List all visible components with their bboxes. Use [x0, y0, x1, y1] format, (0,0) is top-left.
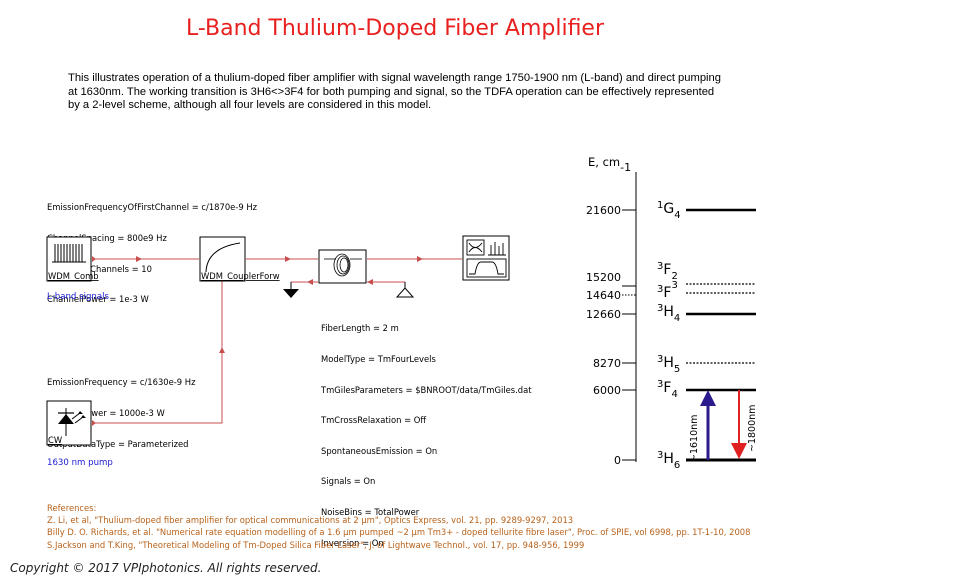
signal-transition-arrow [731, 390, 747, 459]
tick-label: 8270 [593, 357, 621, 370]
references-heading: References: [47, 503, 97, 513]
cw-output-port [92, 420, 96, 426]
cw-label: CW [48, 435, 62, 445]
param-line: Signals = On [321, 476, 376, 487]
energy-level-diagram: E, cm-1 21600 15200 14640 12660 8270 600… [586, 155, 758, 471]
axis-ticks [622, 209, 636, 461]
param-line: TmGilesParameters = $BNROOT/data/TmGiles… [321, 384, 532, 395]
term-3H5: 3H5 [657, 354, 680, 375]
coupler-curve-icon [205, 242, 241, 273]
tick-label: 21600 [586, 204, 621, 217]
signal-wavelength-label: ~1800nm [747, 405, 758, 452]
ground-icon [283, 289, 299, 298]
fiber-parameters: FiberLength = 2 m ModelType = TmFourLeve… [321, 303, 532, 558]
param-line: EmissionFrequencyOfFirstChannel = c/1870… [47, 202, 258, 213]
term-3F3: 3F3 [657, 280, 678, 301]
param-line: NoiseBins = TotalPower [321, 507, 420, 518]
reference-item: S.Jackson and T.King, "Theoretical Model… [47, 539, 585, 550]
arrowheads [136, 256, 423, 353]
term-3H6: 3H6 [657, 450, 680, 471]
term-1G4: 1G4 [657, 200, 681, 221]
wdm-comb-block[interactable]: WDM_Comb [46, 236, 99, 282]
pump-caption: 1630 nm pump [47, 458, 113, 468]
comb-icon [52, 244, 86, 263]
fiber-amplifier-block[interactable] [318, 249, 367, 284]
term-3F2: 3F2 [657, 261, 678, 282]
energy-axis-label: E, cm-1 [588, 155, 631, 174]
tick-label: 6000 [593, 384, 621, 397]
references: References: Z. Li, et al, "Thulium-doped… [47, 502, 750, 551]
copyright: Copyright © 2017 VPIphotonics. All right… [10, 561, 322, 575]
term-3H4: 3H4 [657, 303, 680, 324]
description: This illustrates operation of a thulium-… [68, 72, 721, 112]
param-line: SpontaneousEmission = On [321, 445, 438, 456]
pump-transition-arrow [700, 390, 716, 460]
param-line: FiberLength = 2 m [321, 323, 399, 334]
param-line: Inversion = On [321, 537, 384, 548]
connections [92, 258, 462, 424]
null-source-icon [395, 287, 415, 298]
page-title: L-Band Thulium-Doped Fiber Amplifier [185, 16, 605, 41]
term-3F4: 3F4 [657, 379, 678, 400]
param-line: ModelType = TmFourLevels [321, 354, 436, 365]
link-cw-coupler [92, 281, 223, 424]
laser-diode-icon [58, 408, 86, 436]
signal-analyzer-block[interactable] [462, 235, 510, 281]
analyzer-icon [466, 239, 507, 278]
param-line: EmissionFrequency = c/1630e-9 Hz [47, 377, 196, 388]
level-lines [686, 208, 756, 462]
fiber-coil-icon [324, 253, 362, 277]
wdm-coupler-block[interactable]: WDM_CouplerForw [199, 236, 280, 282]
signals-caption: L-band signals [47, 292, 109, 302]
comb-output-port [92, 256, 96, 262]
fiber-backward-input [367, 279, 415, 298]
fiber-backward-port [283, 279, 318, 298]
param-line: ChannelPower = 1e-3 W [47, 294, 149, 305]
reference-item: Billy D. O. Richards, et al. "Numerical … [47, 527, 751, 538]
pump-wavelength-label: ~1610nm [689, 415, 700, 462]
wdm-comb-label: WDM_Comb [48, 271, 99, 281]
reference-item: Z. Li, et al, "Thulium-doped fiber ampli… [47, 515, 574, 526]
param-line: TmCrossRelaxation = Off [321, 415, 427, 426]
tick-label: 0 [614, 454, 621, 467]
tick-label: 15200 [586, 271, 621, 284]
tick-label: 14640 [586, 289, 621, 302]
tick-label: 12660 [586, 308, 621, 321]
wdm-coupler-label: WDM_CouplerForw [201, 271, 280, 281]
cw-pump-block[interactable]: CW [46, 400, 92, 446]
